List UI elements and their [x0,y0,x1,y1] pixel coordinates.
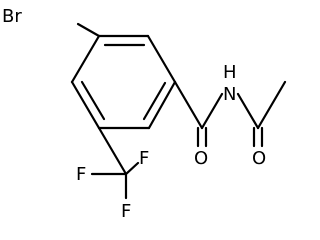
ring-bond-c3-c4 [147,80,177,130]
ring-bond-c6-c1 [70,34,101,84]
atom-label-br: Br [2,6,22,27]
ring-bond-c5-c6 [70,80,101,130]
atom-label-h: H [223,62,237,83]
atom-label-o-amide: O [194,148,208,169]
bond-c-f-right [124,161,140,176]
atom-label-o-acetyl: O [252,148,266,169]
ring-bond-c2-c3 [146,34,177,84]
atom-label-f3: F [121,201,131,222]
bond-n-acetyl [236,92,260,130]
bond-carbonyl-n [200,92,224,130]
bond-acetyl-methyl [256,80,287,130]
bond-c1-br [76,22,101,38]
atom-label-n: N [223,84,236,105]
bond-ring-cf3 [97,126,128,176]
atom-label-f1: F [76,164,86,185]
atom-label-f2: F [139,148,149,169]
ring-inner-bond-left [80,80,106,121]
ring-inner-bond-right [142,81,167,121]
molecule-structure: Br N H O O F F F [2,6,287,222]
bond-ring-carbonyl [173,80,204,130]
